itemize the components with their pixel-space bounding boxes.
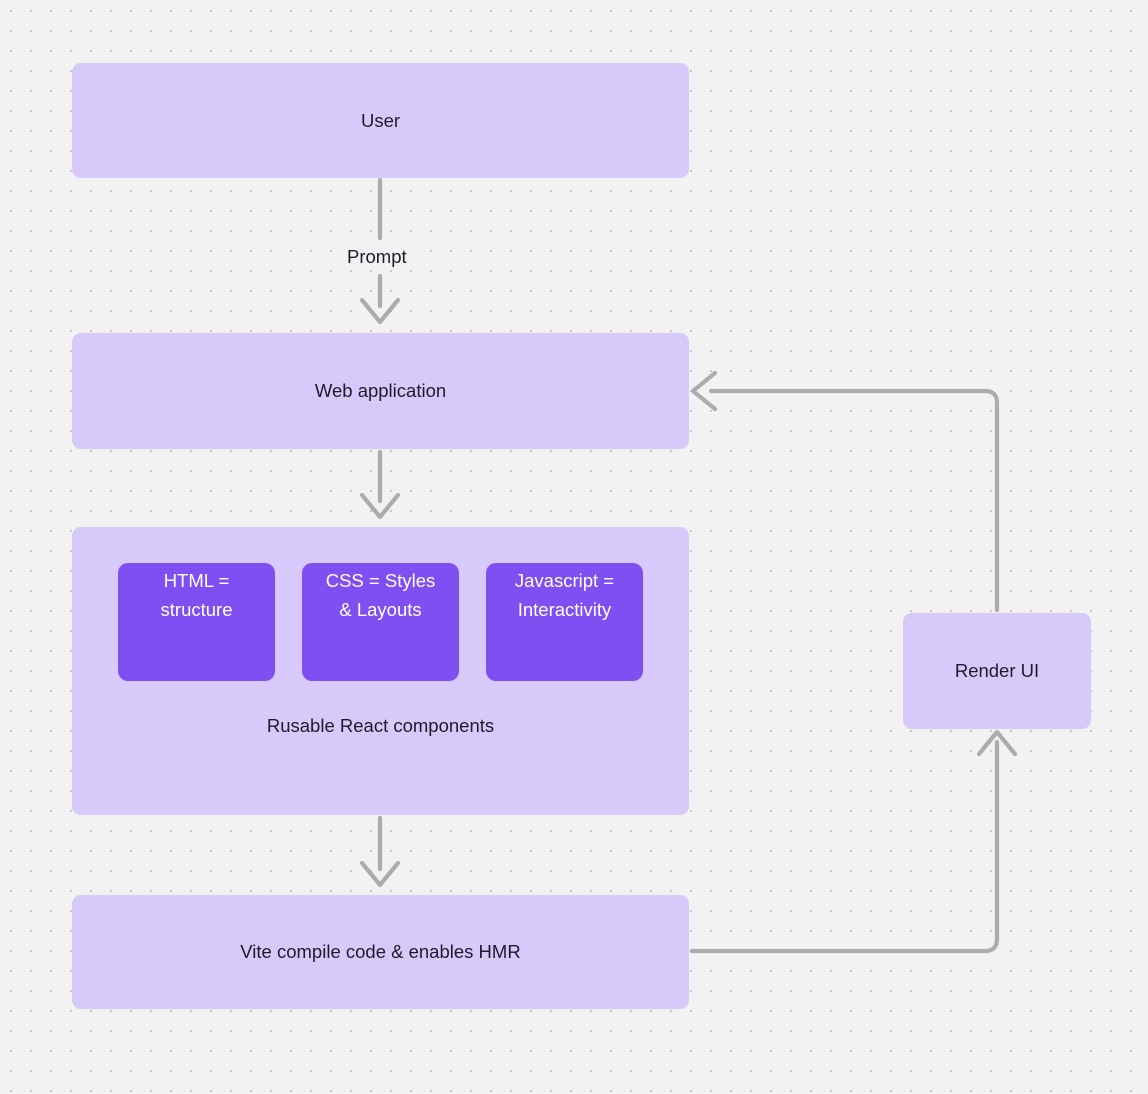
node-vite-label: Vite compile code & enables HMR xyxy=(240,941,521,962)
node-render-ui[interactable]: Render UI xyxy=(903,613,1091,729)
sub-node-html-line1: HTML = xyxy=(163,570,230,591)
node-web-application-label: Web application xyxy=(314,380,447,401)
sub-node-javascript-line1: Javascript = xyxy=(514,570,615,591)
sub-node-javascript[interactable]: Javascript = Interactivity xyxy=(486,563,643,681)
edge-webapp-to-components xyxy=(359,449,401,520)
sub-node-row: HTML = structure CSS = Styles & Layouts … xyxy=(72,563,689,681)
sub-node-css-line1: CSS = Styles xyxy=(325,570,436,591)
node-react-components-group[interactable]: HTML = structure CSS = Styles & Layouts … xyxy=(72,527,689,815)
node-render-ui-label: Render UI xyxy=(954,660,1040,681)
edge-render-to-webapp xyxy=(690,370,1000,613)
sub-node-html-line2: structure xyxy=(160,598,233,620)
node-user[interactable]: User xyxy=(72,63,689,178)
sub-node-html[interactable]: HTML = structure xyxy=(118,563,275,681)
edge-components-to-vite xyxy=(359,815,401,888)
node-user-label: User xyxy=(360,109,401,131)
sub-node-css[interactable]: CSS = Styles & Layouts xyxy=(302,563,459,681)
edge-label-prompt: Prompt xyxy=(339,244,415,270)
node-vite[interactable]: Vite compile code & enables HMR xyxy=(72,895,689,1009)
sub-node-javascript-line2: Interactivity xyxy=(517,598,612,620)
node-web-application[interactable]: Web application xyxy=(72,333,689,449)
react-components-caption: Rusable React components xyxy=(266,715,495,736)
edge-vite-to-render xyxy=(689,729,1018,954)
sub-node-css-line2: & Layouts xyxy=(339,598,422,620)
